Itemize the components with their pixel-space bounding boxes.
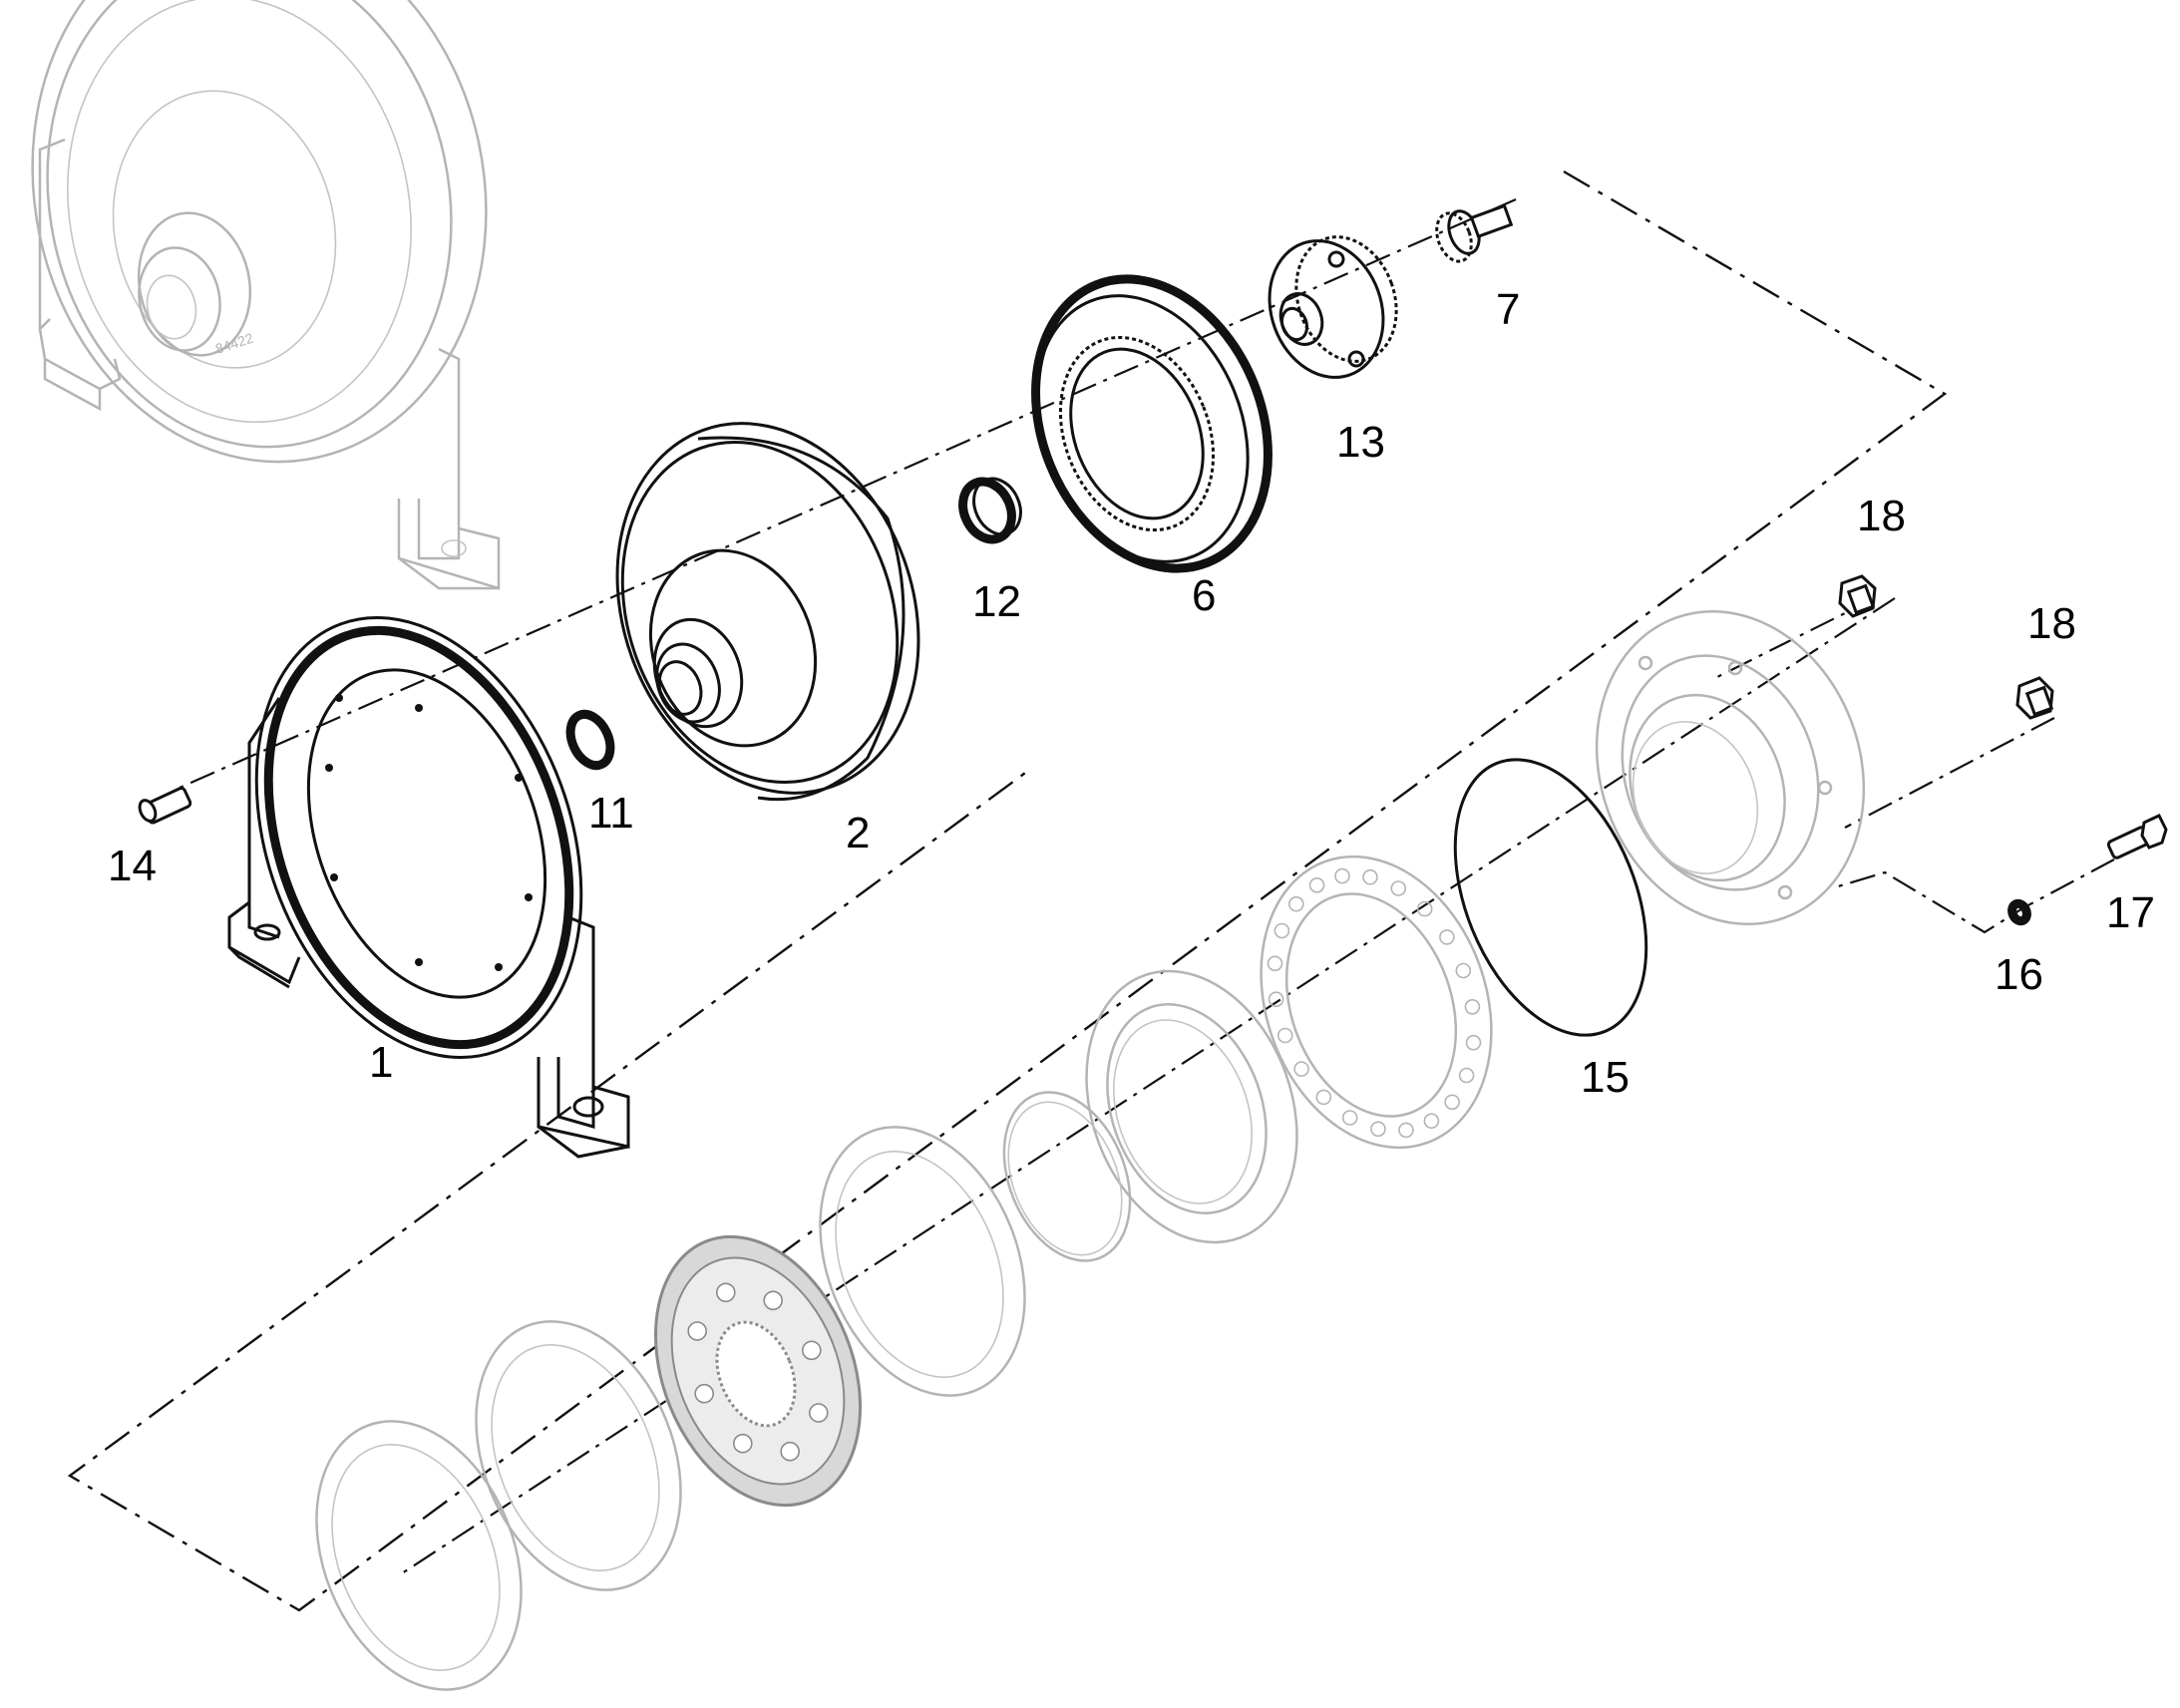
ghost-cover-plate bbox=[1595, 609, 1866, 926]
axis-upper bbox=[179, 197, 1517, 790]
drum-part-2 bbox=[615, 422, 920, 802]
hole bbox=[808, 1403, 829, 1423]
sun-gear-part-7 bbox=[1435, 203, 1514, 263]
axis-bolt-18-lower bbox=[1844, 717, 2055, 829]
hole bbox=[1362, 868, 1378, 885]
hole bbox=[763, 1290, 784, 1311]
hole bbox=[1341, 1110, 1358, 1126]
callout-15: 15 bbox=[1581, 1053, 1630, 1102]
spring-plate-holes bbox=[1267, 867, 1482, 1139]
hole bbox=[1423, 1113, 1440, 1129]
hole bbox=[732, 1433, 753, 1454]
callout-13: 13 bbox=[1336, 418, 1385, 467]
hole bbox=[1465, 1034, 1482, 1051]
callout-17: 17 bbox=[2106, 888, 2155, 937]
seal-ring-part-12 bbox=[958, 477, 1022, 544]
bolt-part-14 bbox=[138, 787, 192, 825]
callout-6: 6 bbox=[1192, 571, 1216, 620]
hole bbox=[1334, 867, 1350, 884]
hole bbox=[1308, 876, 1325, 893]
hole bbox=[1444, 1094, 1460, 1111]
bolt-part-17 bbox=[2106, 814, 2168, 859]
nut-part-18-lower bbox=[2015, 676, 2054, 720]
ghost-steel-plate-a bbox=[819, 1126, 1026, 1397]
callout-18-upper: 18 bbox=[1857, 492, 1906, 540]
ghost-spring-plate bbox=[1260, 854, 1493, 1150]
friction-disc bbox=[653, 1234, 863, 1508]
callout-12: 12 bbox=[972, 577, 1021, 626]
ghost-snap-ring bbox=[1002, 1091, 1132, 1262]
hole bbox=[1315, 1089, 1332, 1106]
hole bbox=[1439, 929, 1455, 945]
callout-7: 7 bbox=[1496, 285, 1520, 334]
hole bbox=[780, 1441, 801, 1462]
callout-11: 11 bbox=[588, 789, 634, 838]
axis-lower bbox=[398, 597, 1896, 1576]
hole bbox=[1370, 1121, 1386, 1138]
hole bbox=[1455, 962, 1472, 979]
assembly-frame bbox=[67, 170, 1948, 1612]
hole bbox=[1288, 895, 1304, 912]
callout-2: 2 bbox=[846, 809, 870, 857]
friction-disc-holes bbox=[687, 1282, 829, 1462]
hole bbox=[1268, 991, 1284, 1008]
hole bbox=[1390, 880, 1407, 896]
ghost-steel-plate-c bbox=[315, 1420, 523, 1691]
hole bbox=[715, 1282, 736, 1303]
adapter-plate-part-1 bbox=[227, 616, 630, 1159]
callout-14: 14 bbox=[108, 842, 157, 890]
hole bbox=[1464, 998, 1481, 1015]
hole bbox=[1458, 1067, 1475, 1084]
seal-ring-part-11 bbox=[565, 709, 615, 771]
planet-carrier-part-13 bbox=[1268, 235, 1398, 379]
axis-bolt-17 bbox=[1834, 858, 2115, 934]
nut-part-18-upper bbox=[1838, 574, 1877, 618]
hole bbox=[1276, 1027, 1293, 1044]
hole bbox=[1293, 1061, 1309, 1077]
ghost-housing: 84422 bbox=[31, 0, 501, 590]
ghost-piston bbox=[1085, 969, 1298, 1244]
housing-marking: 84422 bbox=[213, 330, 255, 357]
callout-18-lower: 18 bbox=[2027, 599, 2076, 648]
o-ring-part-15 bbox=[1453, 758, 1648, 1037]
hole bbox=[687, 1321, 708, 1341]
hole bbox=[1416, 900, 1433, 917]
hole bbox=[801, 1340, 822, 1361]
hole bbox=[694, 1383, 715, 1404]
ring-gear-part-6 bbox=[1031, 274, 1272, 573]
hole bbox=[1273, 922, 1290, 939]
washer-part-16 bbox=[2007, 898, 2031, 926]
ghost-steel-plate-b bbox=[475, 1320, 682, 1591]
hole bbox=[1398, 1122, 1414, 1139]
callout-16: 16 bbox=[1995, 950, 2043, 999]
hole bbox=[1267, 955, 1283, 972]
callout-1: 1 bbox=[369, 1038, 393, 1087]
